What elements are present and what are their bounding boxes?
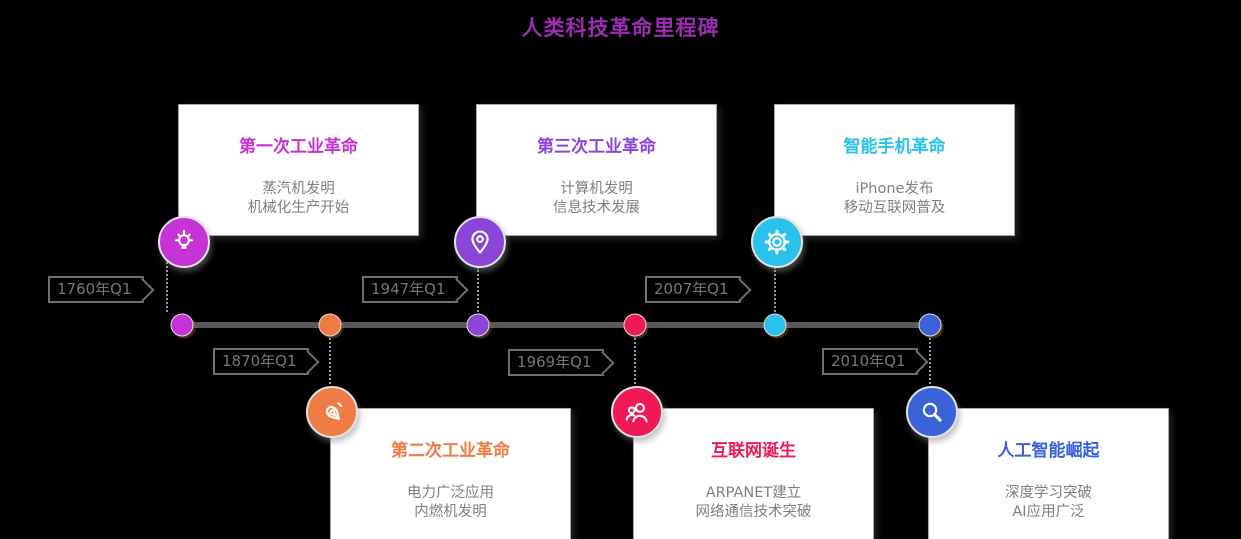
card-description: 计算机发明 信息技术发展 xyxy=(477,180,716,218)
arrow-right-icon xyxy=(444,277,469,302)
card-description: ARPANET建立 网络通信技术突破 xyxy=(634,484,873,522)
location-pin-icon xyxy=(454,216,506,268)
description-line: 信息技术发展 xyxy=(553,200,640,217)
timeline-dot-1947 xyxy=(466,313,490,337)
date-text: 2010年Q1 xyxy=(831,352,906,370)
date-label-1947: 1947年Q1 xyxy=(362,276,469,303)
description-line: iPhone发布 xyxy=(855,181,934,197)
milestone-card-smartphone-revolution: 智能手机革命 iPhone发布 移动互联网普及 xyxy=(774,104,1015,236)
arrow-right-icon xyxy=(590,350,615,375)
date-label-1870: 1870年Q1 xyxy=(213,348,320,375)
timeline-axis xyxy=(172,322,938,328)
description-line: 网络通信技术突破 xyxy=(695,504,812,521)
arrow-right-icon xyxy=(295,349,320,374)
description-line: 机械化生产开始 xyxy=(247,200,350,217)
arrow-right-icon xyxy=(727,277,752,302)
date-text: 1969年Q1 xyxy=(517,353,592,371)
timeline-dot-1760 xyxy=(170,313,194,337)
milestone-card-internet-birth: 互联网诞生 ARPANET建立 网络通信技术突破 xyxy=(633,408,874,539)
connector-line xyxy=(929,338,931,384)
date-label-2010: 2010年Q1 xyxy=(822,348,929,375)
card-title: 人工智能崛起 xyxy=(997,441,1100,461)
page-title: 人类科技革命里程碑 xyxy=(521,16,720,40)
date-text: 1947年Q1 xyxy=(371,280,446,298)
milestone-card-ai-rise: 人工智能崛起 深度学习突破 AI应用广泛 xyxy=(928,408,1169,539)
users-icon xyxy=(611,386,663,438)
lightbulb-icon xyxy=(158,216,210,268)
card-title: 第二次工业革命 xyxy=(391,441,510,461)
date-label-1969: 1969年Q1 xyxy=(508,349,615,376)
date-label-1760: 1760年Q1 xyxy=(48,276,155,303)
timeline-dot-2007 xyxy=(763,313,787,337)
description-line: 内燃机发明 xyxy=(414,504,487,521)
description-line: 蒸汽机发明 xyxy=(262,181,335,197)
date-text: 2007年Q1 xyxy=(654,280,729,298)
milestone-card-third-industrial-revolution: 第三次工业革命 计算机发明 信息技术发展 xyxy=(476,104,717,236)
timeline-dot-1969 xyxy=(623,313,647,337)
date-text: 1760年Q1 xyxy=(57,280,132,298)
timeline-dot-1870 xyxy=(318,313,342,337)
gear-icon xyxy=(751,216,803,268)
card-description: iPhone发布 移动互联网普及 xyxy=(775,180,1014,218)
arrow-right-icon xyxy=(904,349,929,374)
card-description: 蒸汽机发明 机械化生产开始 xyxy=(179,180,418,218)
connector-line xyxy=(774,267,776,312)
description-line: ARPANET建立 xyxy=(705,485,802,501)
date-label-2007: 2007年Q1 xyxy=(645,276,752,303)
pen-nib-icon xyxy=(306,386,358,438)
card-title: 第一次工业革命 xyxy=(239,137,358,157)
arrow-right-icon xyxy=(130,277,155,302)
description-line: AI应用广泛 xyxy=(1012,504,1085,521)
date-text: 1870年Q1 xyxy=(222,352,297,370)
description-line: 电力广泛应用 xyxy=(407,485,494,501)
timeline-dot-2010 xyxy=(918,313,942,337)
card-title: 互联网诞生 xyxy=(711,441,796,461)
milestone-card-first-industrial-revolution: 第一次工业革命 蒸汽机发明 机械化生产开始 xyxy=(178,104,419,236)
connector-line xyxy=(166,258,168,312)
description-line: 移动互联网普及 xyxy=(843,200,946,217)
card-description: 深度学习突破 AI应用广泛 xyxy=(929,484,1168,522)
search-icon xyxy=(906,386,958,438)
description-line: 深度学习突破 xyxy=(1005,485,1092,501)
milestone-card-second-industrial-revolution: 第二次工业革命 电力广泛应用 内燃机发明 xyxy=(330,408,571,539)
connector-line xyxy=(634,338,636,384)
card-description: 电力广泛应用 内燃机发明 xyxy=(331,484,570,522)
connector-line xyxy=(477,267,479,312)
description-line: 计算机发明 xyxy=(560,181,633,197)
connector-line xyxy=(329,338,331,384)
card-title: 智能手机革命 xyxy=(843,137,946,157)
card-title: 第三次工业革命 xyxy=(537,137,656,157)
